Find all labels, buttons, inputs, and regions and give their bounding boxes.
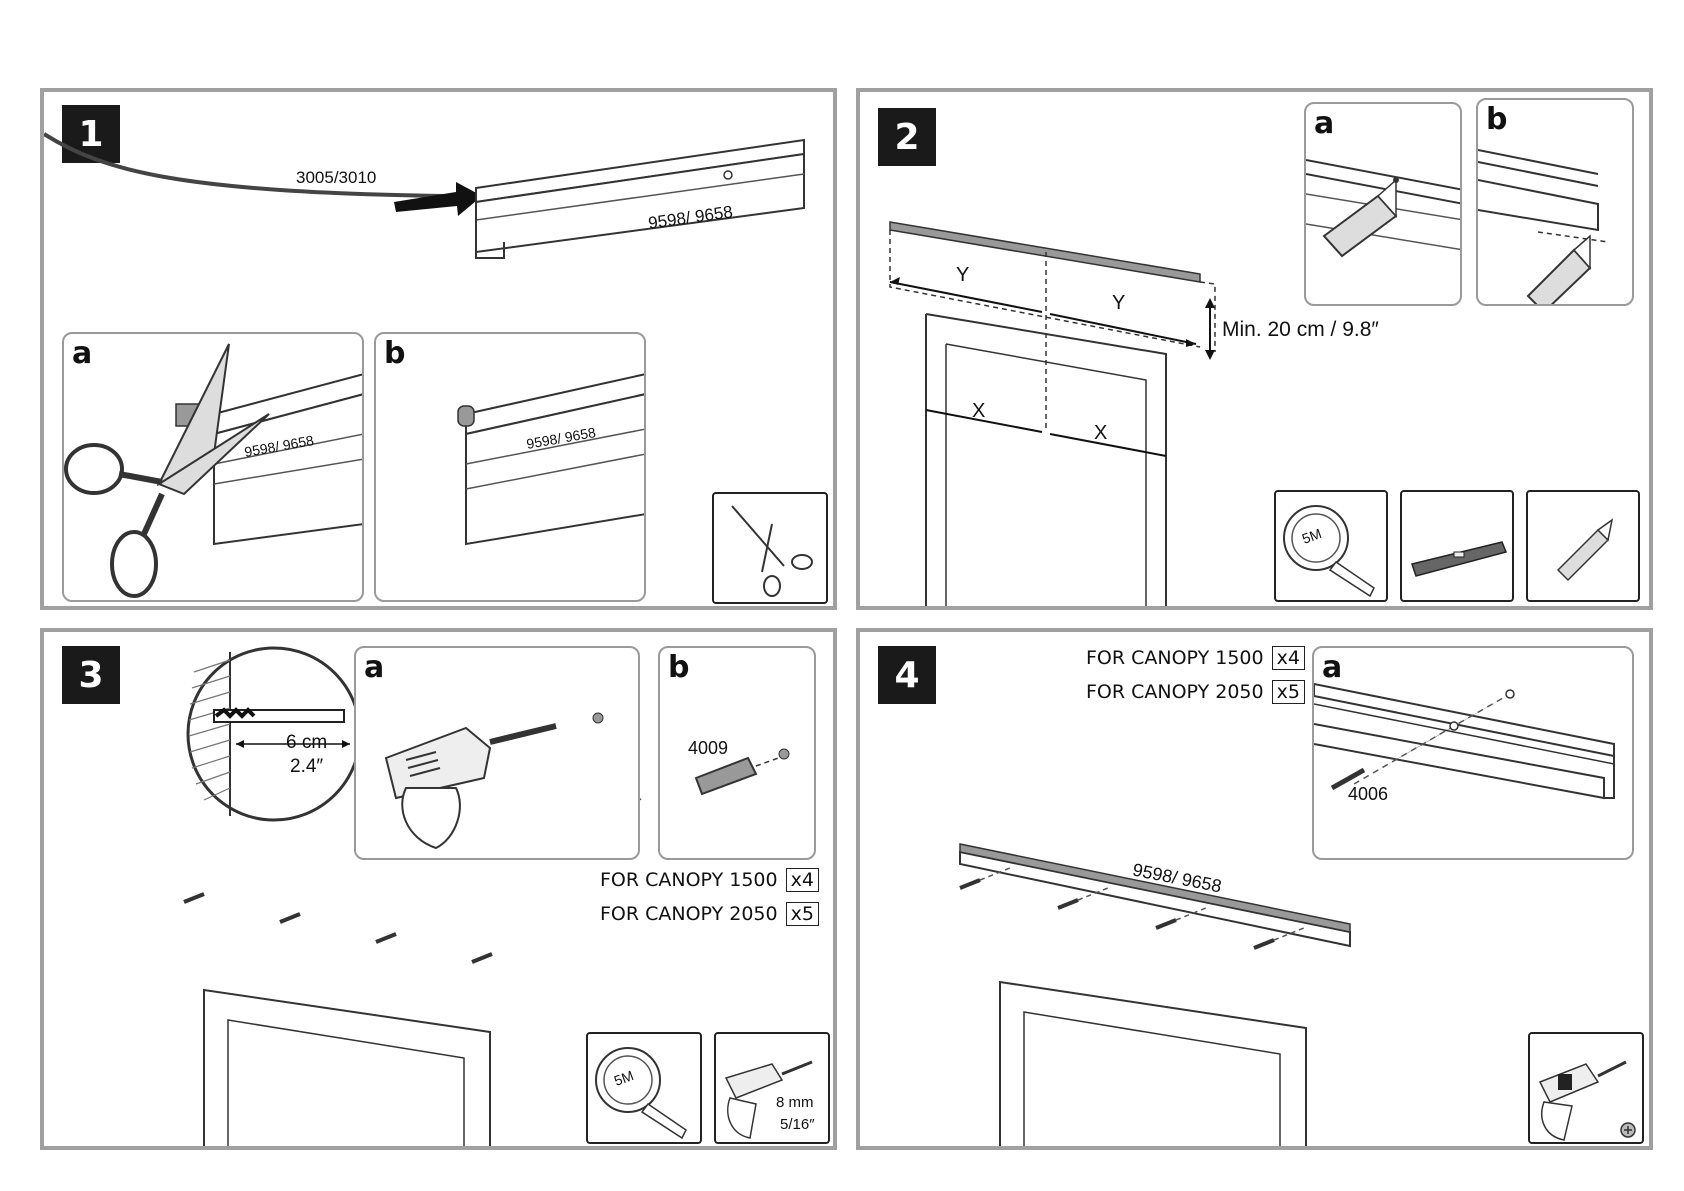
step-1-panel: 1 3005/3010 9598/ 9658 a 9598/ xyxy=(40,88,837,610)
drilling-hole-illustration xyxy=(356,648,640,860)
y-dimension-right: Y xyxy=(1112,292,1125,315)
step-3-canopy-2050: FOR CANOPY 2050 x5 xyxy=(600,902,819,926)
tool-tape-measure: 5M xyxy=(1274,490,1388,602)
pencil-marking-wall-illustration xyxy=(1478,100,1634,306)
step-3-panel: 3 6 cm 2.4″ a xyxy=(40,628,837,1150)
screwdriver-drill-icon xyxy=(1530,1034,1644,1144)
pencil-icon xyxy=(1528,492,1640,602)
wall-plug-part-number: 4009 xyxy=(688,738,728,759)
step-2a-detail: a xyxy=(1304,102,1462,306)
step-1a-detail: a 9598/ 9658 xyxy=(62,332,364,602)
rail-with-cord-end-illustration xyxy=(376,334,646,602)
y-dimension-left: Y xyxy=(956,264,969,287)
tool-spirit-level xyxy=(1400,490,1514,602)
x-dimension-left: X xyxy=(972,400,985,423)
drill-bit-mm: 8 mm xyxy=(776,1094,814,1111)
spirit-level-icon xyxy=(1402,492,1514,602)
step-1b-detail: b 9598/ 9658 xyxy=(374,332,646,602)
canopy-2050-qty: x5 xyxy=(786,902,819,926)
tool-scissors xyxy=(712,492,828,604)
drill-bit-inch: 5/16″ xyxy=(780,1116,815,1133)
pencil-marking-rail-illustration xyxy=(1306,104,1462,306)
step-4-panel: 4 FOR CANOPY 1500 x4 FOR CANOPY 2050 x5 … xyxy=(856,628,1653,1150)
step-3a-detail: a xyxy=(354,646,640,860)
minimum-height-label: Min. 20 cm / 9.8″ xyxy=(1222,318,1379,342)
canopy-2050-label: FOR CANOPY 2050 xyxy=(600,903,778,925)
canopy-1500-label: FOR CANOPY 1500 xyxy=(600,869,778,891)
step-3b-detail: b 4009 xyxy=(658,646,816,860)
tool-drill: 8 mm 5/16″ xyxy=(714,1032,830,1144)
tool-tape-measure: 5M xyxy=(586,1032,702,1144)
tool-pencil xyxy=(1526,490,1640,602)
scissors-cutting-cord-illustration xyxy=(64,334,364,602)
x-dimension-right: X xyxy=(1094,422,1107,445)
drill-depth-inch: 2.4″ xyxy=(290,756,323,778)
step-2-panel: 2 Y Y X X Min. 20 cm / 9.8″ a xyxy=(856,88,1653,610)
cord-part-number: 3005/3010 xyxy=(296,168,376,188)
canopy-1500-qty: x4 xyxy=(786,868,819,892)
tape-measure-icon xyxy=(588,1034,702,1144)
step-2b-detail: b xyxy=(1476,98,1634,306)
drill-depth-cm: 6 cm xyxy=(286,732,327,754)
wall-plug-illustration xyxy=(660,648,816,860)
tool-screwdriver-drill xyxy=(1528,1032,1644,1144)
tape-measure-icon xyxy=(1276,492,1388,602)
scissors-icon xyxy=(714,494,828,604)
step-3-canopy-1500: FOR CANOPY 1500 x4 xyxy=(600,868,819,892)
